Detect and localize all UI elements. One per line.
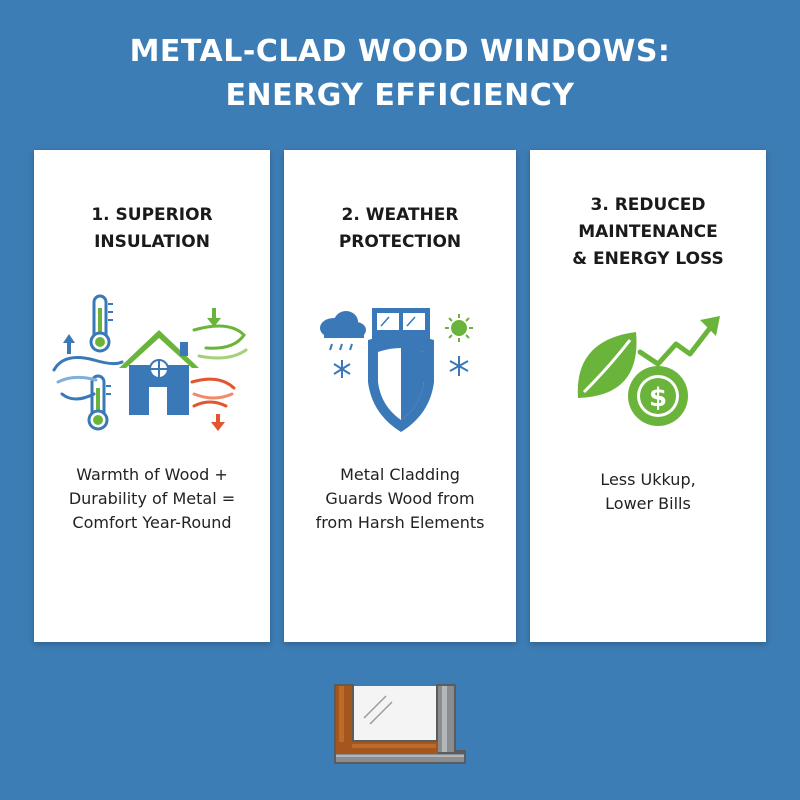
card-body-line: Comfort Year-Round	[72, 513, 232, 532]
card-heading-line: 1. SUPERIOR	[91, 205, 213, 225]
svg-text:$: $	[649, 383, 667, 413]
card-heading-line: 3. REDUCED	[590, 195, 706, 215]
card-body-line: Metal Cladding	[340, 465, 460, 484]
page-title-line-1: METAL-CLAD WOOD WINDOWS:	[129, 34, 671, 69]
card-body: Warmth of Wood + Durability of Metal = C…	[34, 463, 270, 535]
dollar-coin-icon: $	[628, 366, 688, 426]
arrow-down-icon	[207, 308, 221, 327]
growth-arrow-icon	[637, 316, 720, 367]
leaf-dollar-growth-icon: $	[577, 316, 720, 426]
shield-icon	[368, 335, 434, 432]
heat-wave-icon	[190, 377, 236, 408]
card-weather-protection: 2. WEATHER PROTECTION	[284, 150, 516, 642]
card-heading-line: 2. WEATHER	[341, 205, 459, 225]
sun-icon	[445, 314, 473, 342]
card-heading: 3. REDUCED MAINTENANCE & ENERGY LOSS	[530, 192, 766, 273]
card-heading-line: & ENERGY LOSS	[572, 249, 724, 269]
page-title: METAL-CLAD WOOD WINDOWS: ENERGY EFFICIEN…	[0, 30, 800, 118]
page-title-line-2: ENERGY EFFICIENCY	[225, 78, 575, 113]
card-body-line: Less Ukkup,	[600, 470, 696, 489]
arrow-down-icon	[211, 414, 225, 431]
card-superior-insulation: 1. SUPERIOR INSULATION	[34, 150, 270, 642]
card-body: Metal Cladding Guards Wood from from Har…	[284, 463, 516, 535]
leaf-icon	[577, 332, 637, 398]
wind-icon	[192, 324, 248, 360]
house-thermometer-icon	[52, 294, 248, 431]
rain-cloud-icon	[320, 311, 366, 351]
card-body-line: Lower Bills	[605, 494, 691, 513]
card-reduced-maintenance: 3. REDUCED MAINTENANCE & ENERGY LOSS $ L…	[530, 150, 766, 642]
card-heading: 1. SUPERIOR INSULATION	[34, 202, 270, 256]
card-heading-line: PROTECTION	[338, 232, 462, 252]
card-body-line: Warmth of Wood +	[76, 465, 228, 484]
snowflake-icon	[333, 360, 351, 378]
arrow-up-icon	[63, 334, 75, 354]
card-heading-line: INSULATION	[94, 232, 210, 252]
card-body-line: from Harsh Elements	[315, 513, 485, 532]
card-body-line: Durability of Metal =	[68, 489, 236, 508]
thermometer-icon	[87, 374, 111, 431]
thermometer-icon	[89, 294, 113, 353]
metal-clad-window-frame-icon	[334, 684, 466, 764]
snowflake-icon	[449, 356, 469, 376]
card-body-line: Guards Wood from	[325, 489, 475, 508]
wind-icon	[52, 356, 124, 401]
window-shield-icon	[320, 308, 473, 432]
house-icon	[119, 330, 199, 415]
card-heading: 2. WEATHER PROTECTION	[284, 202, 516, 256]
card-body: Less Ukkup, Lower Bills	[530, 468, 766, 516]
card-heading-line: MAINTENANCE	[578, 222, 718, 242]
